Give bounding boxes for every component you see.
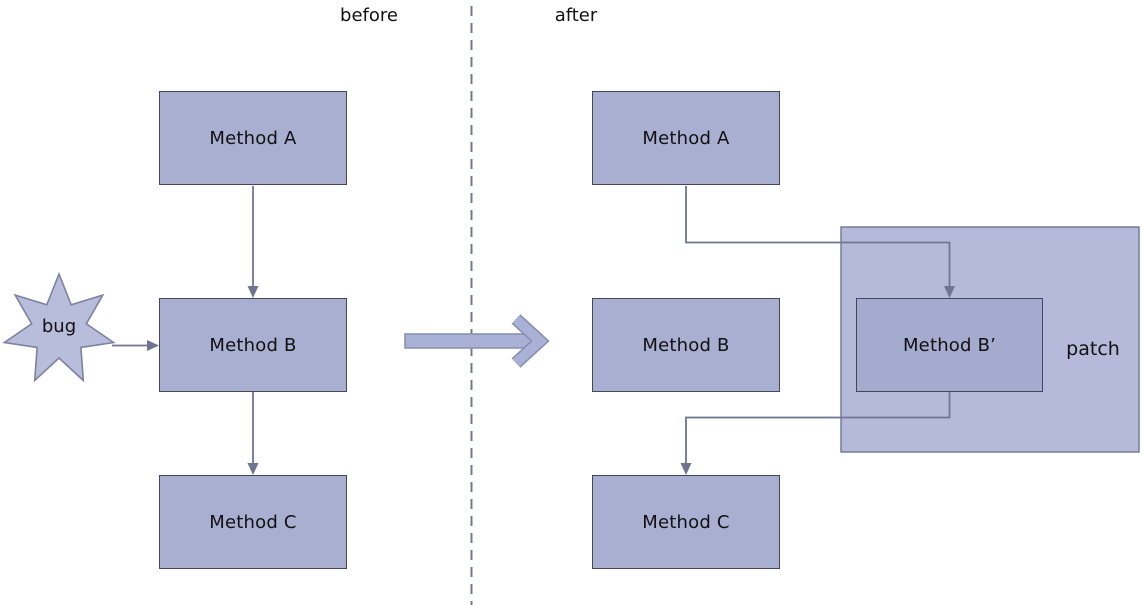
node-after-method-a: Method A [592,91,780,185]
transform-arrow-icon [404,314,550,368]
node-before-method-c: Method C [159,475,347,569]
bug-star-icon [2,271,116,383]
node-after-method-b: Method B [592,298,780,392]
transform-arrow-shaft [404,333,535,349]
arrowhead-after-a-to-b-prime [944,286,955,298]
arrowhead-bug-to-method-b [147,340,159,351]
arrowhead-before-b-to-c [247,463,259,475]
section-label-before: before [340,5,398,26]
node-before-method-b: Method B [159,298,347,392]
section-label-after: after [554,5,598,26]
node-after-method-b-prime: Method B’ [856,298,1043,392]
bug-label: bug [41,316,77,337]
node-after-method-c: Method C [592,475,780,569]
arrowhead-before-a-to-b [247,286,259,298]
connector-after-a-to-b-prime [685,186,951,286]
node-before-method-a: Method A [159,91,347,185]
transform-arrow-head-fill [512,315,548,367]
arrowhead-after-b-prime-to-c [680,463,692,475]
patch-label: patch [1066,338,1120,360]
connector-after-b-prime-to-c [685,392,951,463]
